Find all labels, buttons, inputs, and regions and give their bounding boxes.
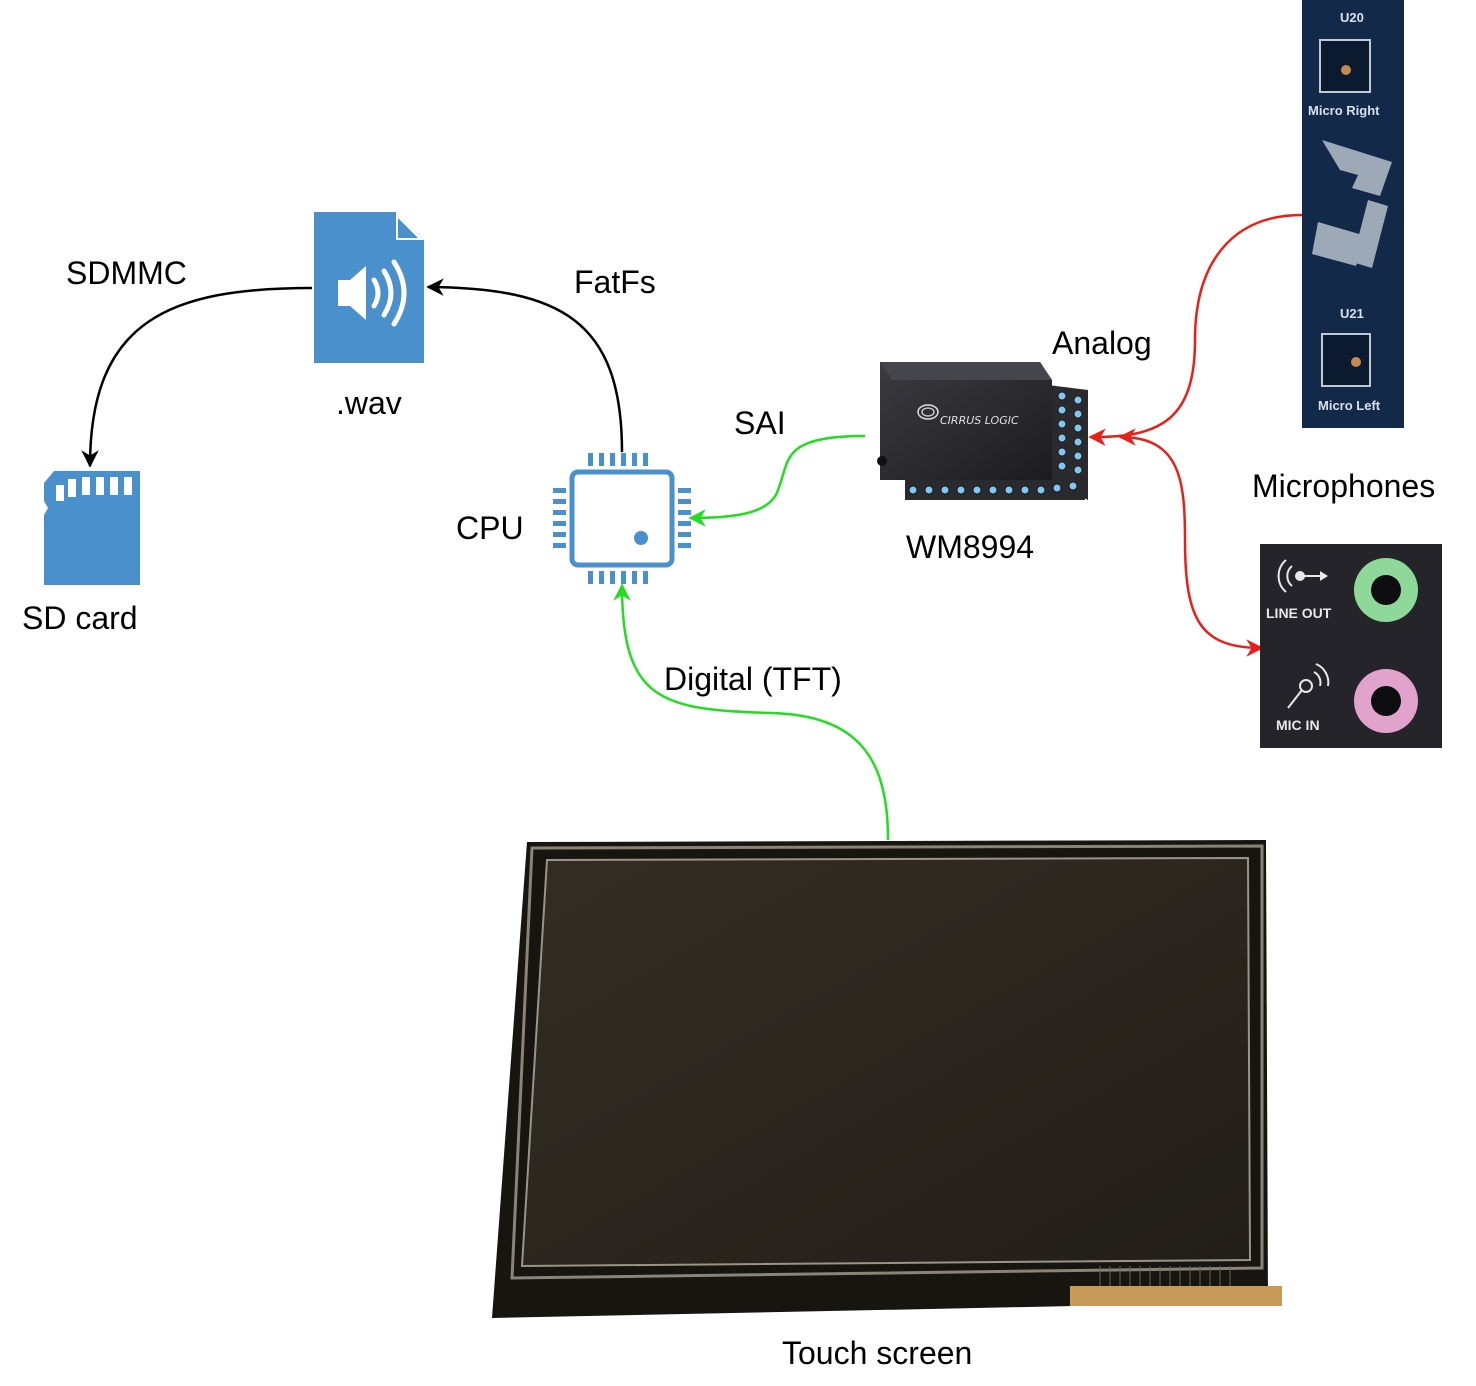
wav-label: .wav — [336, 385, 402, 421]
analog-label: Analog — [1052, 325, 1152, 361]
cirrus-logic-logo: CIRRUS LOGIC — [917, 404, 1019, 427]
st-logo — [1312, 140, 1392, 268]
mic-in-icon — [1287, 663, 1330, 709]
cpu-chip-icon — [553, 453, 691, 584]
u21-label: U21 — [1340, 306, 1364, 321]
chip-pins — [908, 391, 1083, 495]
sai-label: SAI — [734, 405, 786, 441]
digital-tft-link — [613, 583, 890, 841]
analog-jack-link — [1118, 428, 1264, 657]
chip-brand-label: CIRRUS LOGIC — [940, 414, 1019, 427]
wm8994-label: WM8994 — [906, 529, 1034, 565]
microphone-board-image: U20 Micro Right U21 Micro Left — [1302, 0, 1404, 428]
u20-label: U20 — [1340, 10, 1364, 25]
line-out-icon — [1277, 559, 1328, 593]
micro-left-label: Micro Left — [1318, 398, 1381, 413]
sai-link — [688, 434, 866, 527]
cpu-label: CPU — [456, 510, 524, 546]
sdmmc-link — [81, 286, 313, 468]
audio-jack-panel-image: LINE OUT MIC IN — [1260, 544, 1442, 748]
touch-screen-image — [492, 840, 1282, 1318]
sd-card-label: SD card — [22, 600, 138, 636]
sdmmc-label: SDMMC — [66, 255, 187, 291]
fatfs-label: FatFs — [574, 264, 656, 300]
microphones-label: Microphones — [1252, 468, 1435, 504]
micro-right-label: Micro Right — [1308, 103, 1380, 118]
audio-file-icon — [314, 212, 424, 363]
mic-in-label: MIC IN — [1276, 717, 1320, 733]
digital-tft-label: Digital (TFT) — [664, 661, 842, 697]
touch-screen-label: Touch screen — [782, 1335, 972, 1371]
line-out-label: LINE OUT — [1266, 605, 1332, 621]
wm8994-chip-image: CIRRUS LOGIC — [877, 362, 1088, 500]
fatfs-link — [426, 278, 624, 453]
sd-card-icon — [44, 471, 140, 585]
